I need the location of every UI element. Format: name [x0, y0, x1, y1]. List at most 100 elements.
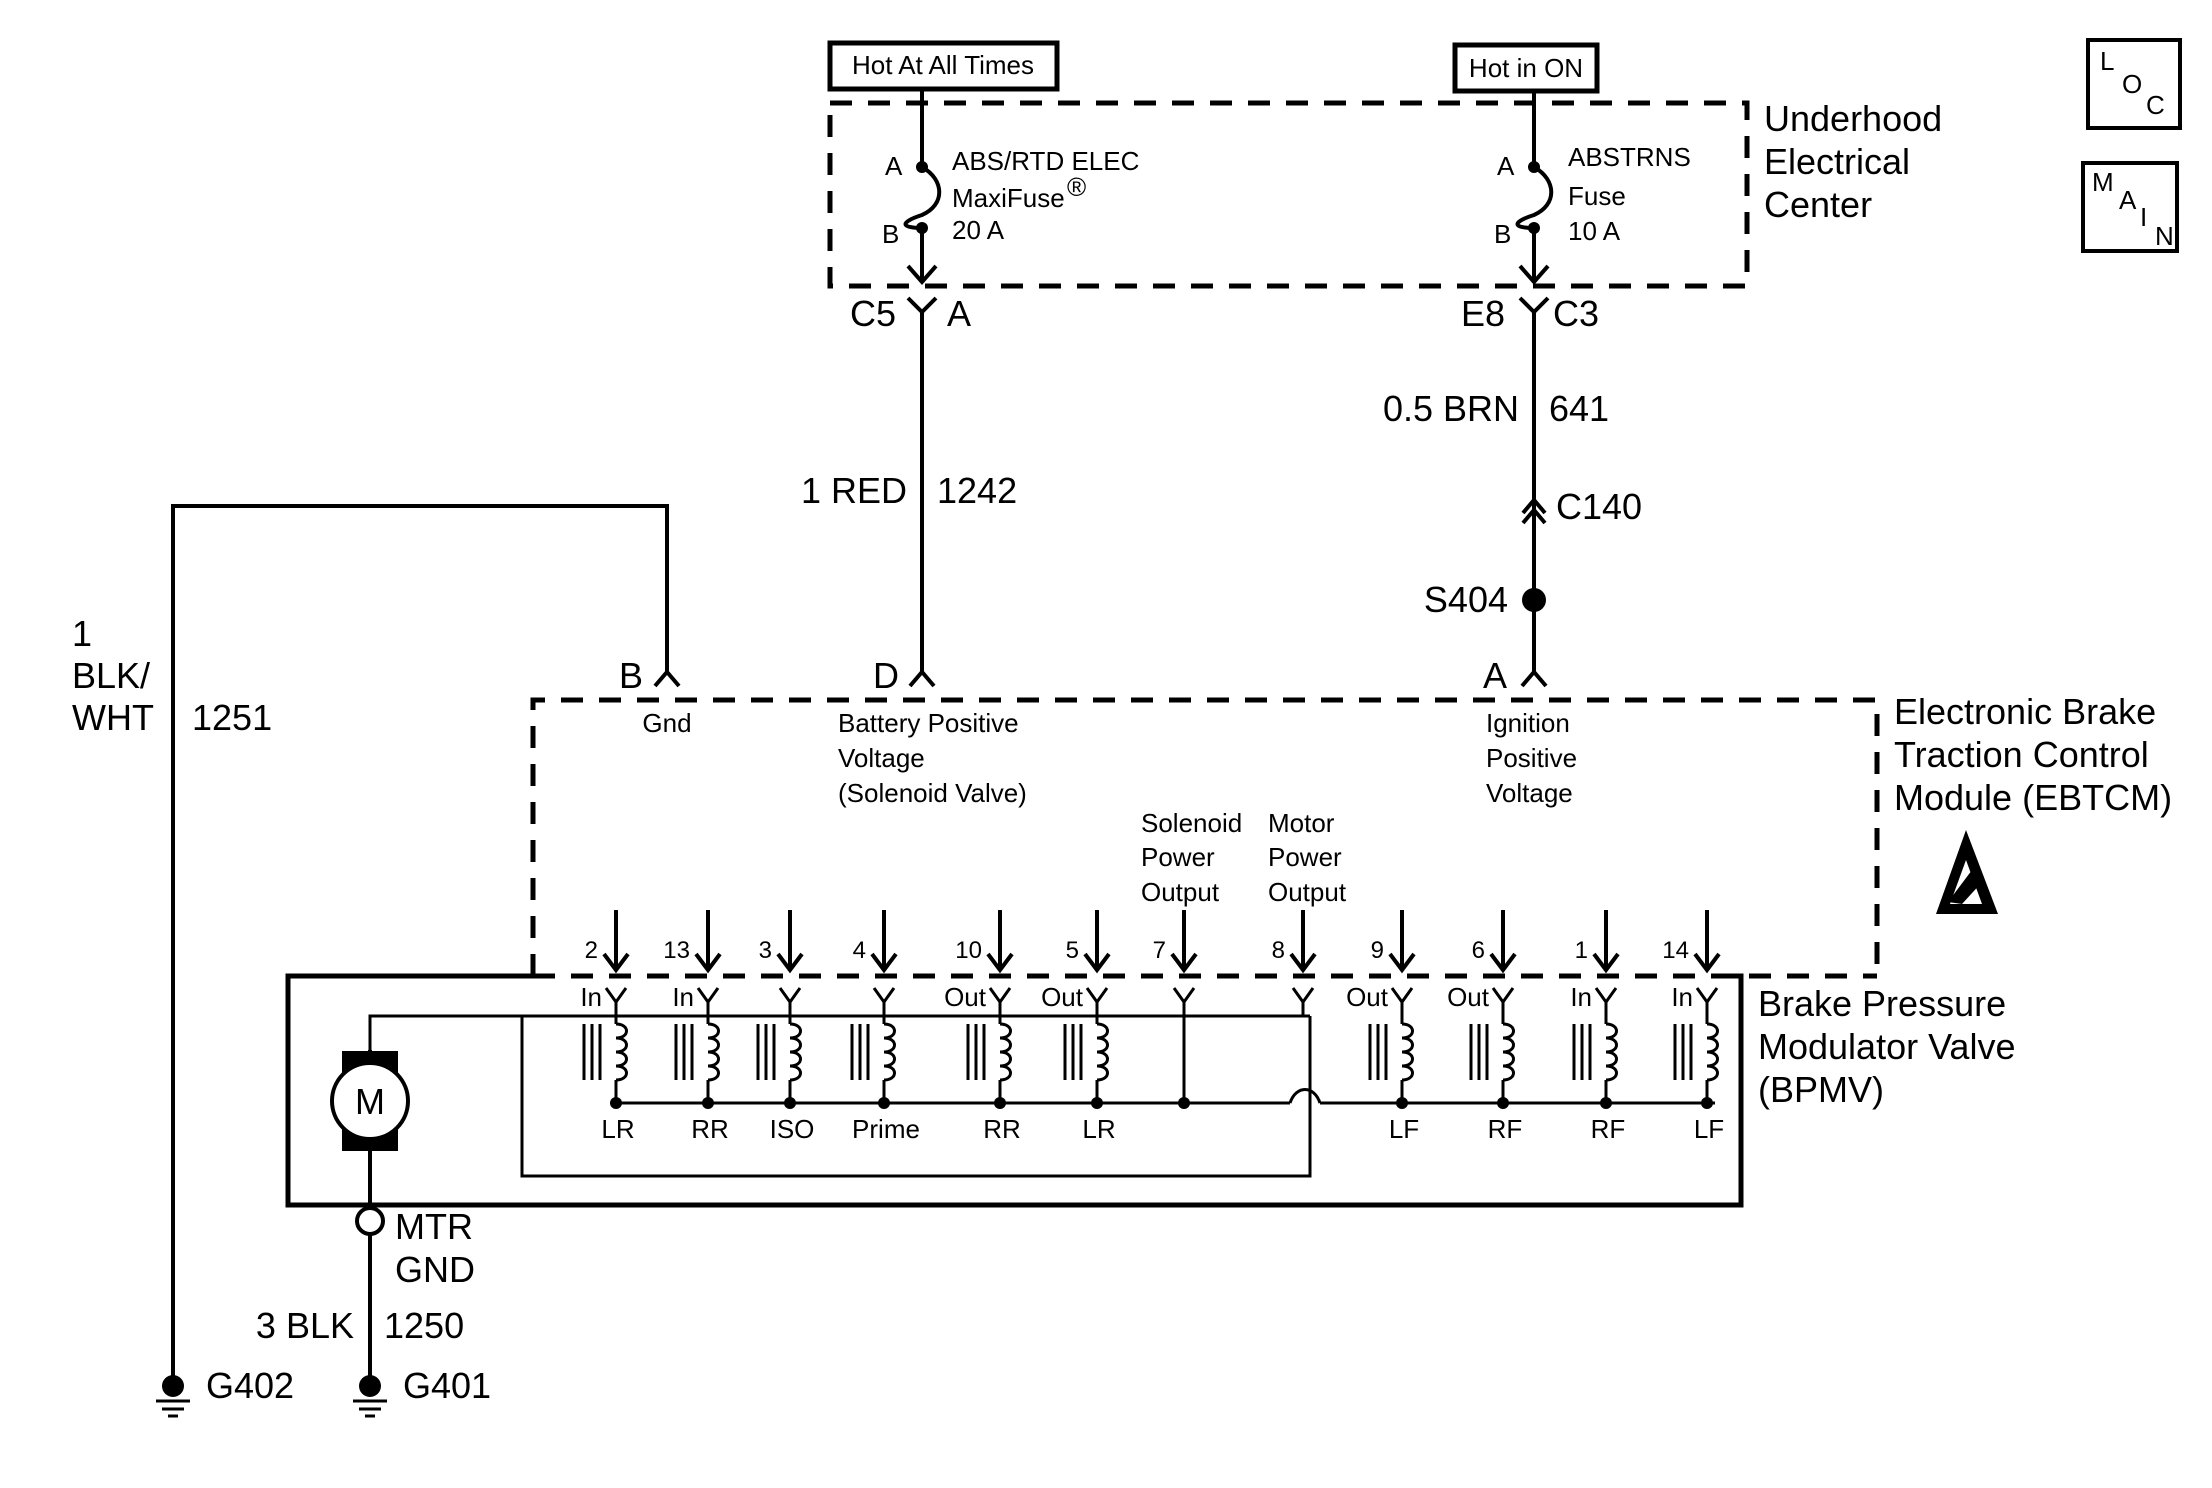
wire-blkwht-line-3: WHT	[72, 697, 154, 738]
fuse-left-line-3: 20 A	[952, 215, 1005, 245]
hot-in-on-label: Hot in ON	[1452, 42, 1600, 94]
wire-blkwht-1251[interactable]: 1 BLK/ WHT 1251	[72, 504, 669, 1384]
fuse-left-line-2: MaxiFuse	[952, 183, 1065, 213]
fuse-left-pin-a: A	[885, 151, 903, 181]
fuse-right-line-3: 10 A	[1568, 216, 1621, 246]
ebtcm-title-1: Electronic Brake	[1894, 691, 2156, 732]
ebtcm-pin-d-line-3: (Solenoid Valve)	[838, 778, 1027, 808]
motor-output-line-2: Power	[1268, 842, 1342, 872]
fuse-right-pin-b: B	[1494, 219, 1511, 249]
bpmv-pin-number: 6	[1472, 937, 1485, 964]
ebtcm-pin-d-line-1: Battery Positive	[838, 708, 1019, 738]
fuse-right-line-1: ABSTRNS	[1568, 142, 1691, 172]
hot-at-all-times-text: Hot At All Times	[852, 50, 1034, 80]
bpmv-coil-tag: Out	[1346, 982, 1389, 1012]
ebtcm-pin-b-letter: B	[619, 655, 643, 696]
solenoid-output-line-3: Output	[1141, 877, 1220, 907]
wire-red-circuit: 1242	[937, 470, 1017, 511]
ground-g402[interactable]: G402	[156, 1365, 294, 1418]
solenoid-output-line-1: Solenoid	[1141, 808, 1242, 838]
loc-button[interactable]: L O C	[2086, 38, 2182, 130]
connector-c5-pin: A	[947, 293, 971, 334]
loc-letter-1: L	[2100, 46, 2114, 76]
bpmv-coil-tag: In	[1671, 982, 1693, 1012]
bpmv-pin-number: 9	[1371, 937, 1384, 964]
ebtcm-box	[530, 697, 1880, 976]
bpmv-valve-label: RR	[983, 1114, 1021, 1144]
bpmv-pin-number: 7	[1153, 937, 1166, 964]
bpmv-pin-number: 1	[1575, 937, 1588, 964]
pump-motor-label: M	[355, 1081, 385, 1122]
connector-e8[interactable]: E8 C3	[1461, 293, 1599, 334]
main-letter-4: N	[2155, 221, 2174, 251]
bpmv-coil-tag: In	[1570, 982, 1592, 1012]
fuse-left-line-1: ABS/RTD ELEC	[952, 146, 1139, 176]
bpmv-box	[285, 973, 1744, 1208]
main-letter-1: M	[2092, 167, 2114, 197]
bpmv-coil-tag: In	[580, 982, 602, 1012]
ground-g401[interactable]: G401	[353, 1365, 491, 1418]
bpmv-valve-label: LF	[1389, 1114, 1419, 1144]
wire-brn-gauge-color: 0.5 BRN	[1383, 388, 1519, 429]
bpmv-pin-number: 5	[1066, 937, 1079, 964]
fuse-right-line-2: Fuse	[1568, 181, 1626, 211]
wire-red-1242[interactable]: 1 RED 1242	[801, 312, 1017, 672]
bpmv-pin-number: 8	[1272, 937, 1285, 964]
underhood-title-2: Electrical	[1764, 141, 1910, 182]
abstrns-fuse-right[interactable]: A B ABSTRNS Fuse 10 A	[1494, 91, 1691, 286]
bpmv-valve-label: RF	[1591, 1114, 1626, 1144]
wire-blk-gauge-color: 3 BLK	[256, 1305, 354, 1346]
wire-brn-circuit: 641	[1549, 388, 1609, 429]
bpmv-valve-label: LF	[1694, 1114, 1724, 1144]
main-letter-2: A	[2119, 185, 2137, 215]
bpmv-valve-label: Prime	[852, 1114, 920, 1144]
connector-e8-label: E8	[1461, 293, 1505, 334]
bpmv-pin-number: 3	[759, 937, 772, 964]
bpmv-coil-tag: In	[672, 982, 694, 1012]
esd-warning-icon	[1936, 830, 1998, 914]
ebtcm-pin-b[interactable]: B Gnd	[619, 655, 692, 738]
bpmv-pin-number: 13	[663, 937, 690, 964]
bpmv-valve-label: RR	[691, 1114, 729, 1144]
bpmv-channel-pin-7[interactable]: 7	[1153, 910, 1198, 1109]
bpmv-pin-number: 2	[585, 937, 598, 964]
wire-blk-1250[interactable]: 3 BLK 1250	[256, 1305, 464, 1346]
ebtcm-pin-d[interactable]: D Battery Positive Voltage (Solenoid Val…	[838, 655, 1027, 808]
pump-motor[interactable]: M	[330, 1014, 1312, 1210]
main-button[interactable]: M A I N	[2081, 161, 2179, 253]
mtr-gnd[interactable]: MTR GND	[355, 1206, 475, 1384]
inline-connector-c140[interactable]: C140	[1521, 486, 1642, 527]
underhood-title-1: Underhood	[1764, 98, 1942, 139]
splice-s404[interactable]: S404	[1424, 579, 1546, 620]
bpmv-coil-tag: Out	[1447, 982, 1490, 1012]
maxifuse-left[interactable]: A B ABS/RTD ELEC MaxiFuse ® 20 A	[882, 89, 1139, 286]
bpmv-coil-tag: Out	[1041, 982, 1084, 1012]
main-letter-3: I	[2140, 202, 2147, 232]
fuse-left-pin-b: B	[882, 219, 899, 249]
ebtcm-pin-a[interactable]: A Ignition Positive Voltage	[1483, 655, 1577, 808]
ebtcm-pin-a-line-1: Ignition	[1486, 708, 1570, 738]
fuse-left-registered: ®	[1067, 172, 1086, 202]
connector-c5[interactable]: C5 A	[850, 293, 971, 334]
inline-connector-c140-label: C140	[1556, 486, 1642, 527]
ebtcm-pin-a-line-2: Positive	[1486, 743, 1577, 773]
loc-letter-3: C	[2146, 90, 2165, 120]
motor-output-line-3: Output	[1268, 877, 1347, 907]
hot-in-on-text: Hot in ON	[1469, 53, 1583, 83]
mtr-gnd-line-1: MTR	[395, 1206, 473, 1247]
ebtcm-pin-d-letter: D	[873, 655, 899, 696]
bpmv-pin-number: 14	[1662, 937, 1689, 964]
ebtcm-title-2: Traction Control	[1894, 734, 2149, 775]
bpmv-channel-pin-8[interactable]: 8	[1272, 910, 1317, 1016]
